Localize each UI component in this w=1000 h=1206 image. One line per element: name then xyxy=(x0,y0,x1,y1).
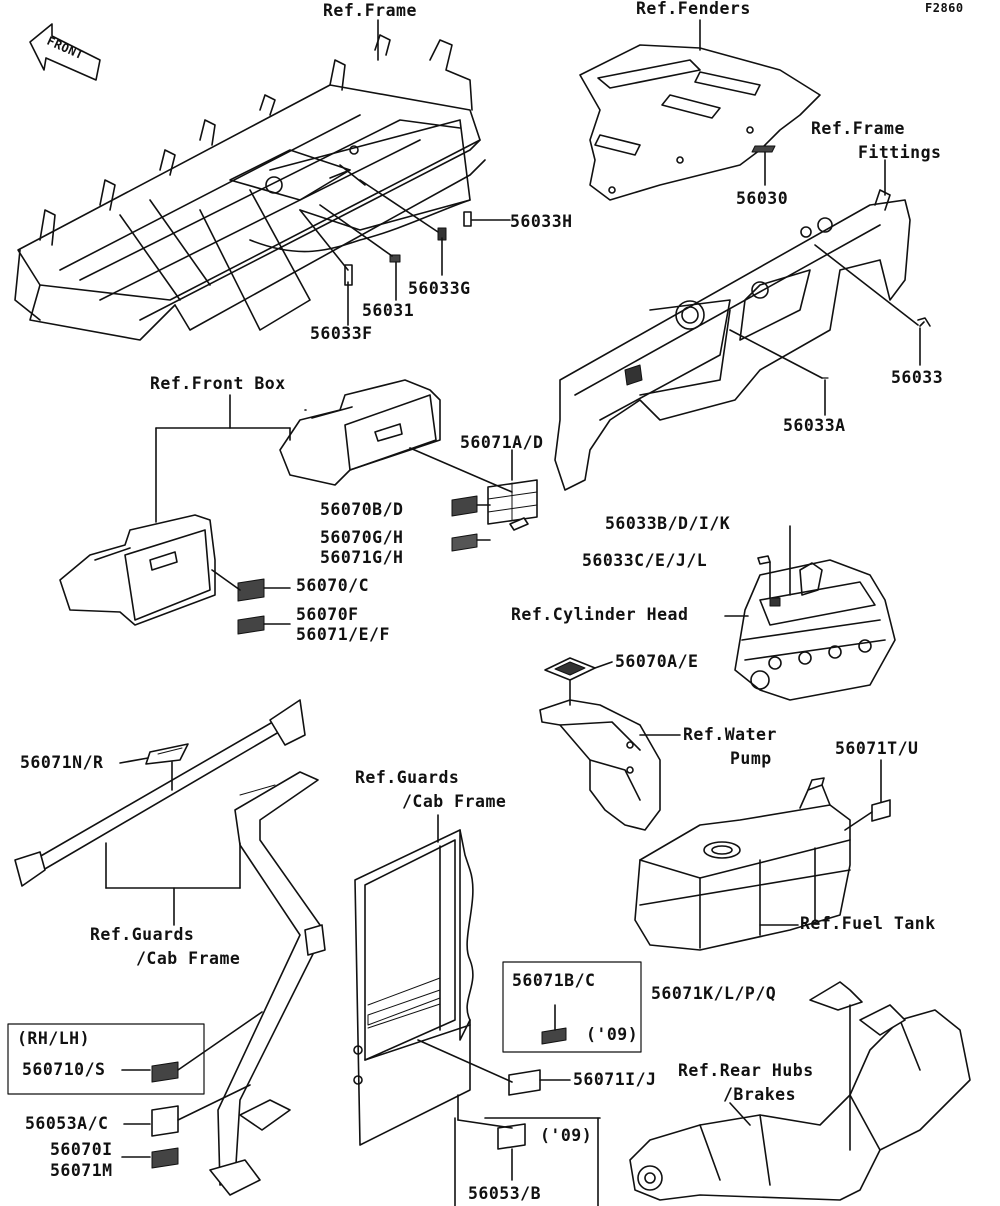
label-56071OS: 560710/S xyxy=(22,1060,106,1079)
label-56071GH: 56071G/H xyxy=(320,548,404,567)
cab-frame-tube-illustration xyxy=(7,771,326,1196)
label-56071KLPQ: 56071K/L/P/Q xyxy=(651,984,777,1003)
label-56033H: 56033H xyxy=(510,212,573,231)
label-56033G: 56033G xyxy=(408,279,471,298)
label-ref-front-box: Ref.Front Box xyxy=(150,374,286,393)
label-year-09-a: ('09) xyxy=(586,1025,639,1044)
frame-illustration xyxy=(14,19,511,341)
label-56033BDIK: 56033B/D/I/K xyxy=(605,514,731,533)
label-56053AC: 56053A/C xyxy=(25,1114,109,1133)
fender-illustration xyxy=(579,19,821,201)
label-ref-guards-cab-2: /Cab Frame xyxy=(402,792,507,811)
label-56071BC: 56071B/C xyxy=(512,971,596,990)
label-ref-cylinder-head: Ref.Cylinder Head xyxy=(511,605,689,624)
label-ref-frame: Ref.Frame xyxy=(323,1,417,20)
label-ref-frame-fittings-2: Fittings xyxy=(858,143,942,162)
label-ref-guards-cab-left-1: Ref.Guards xyxy=(90,925,195,944)
label-ref-rear-hubs-1: Ref.Rear Hubs xyxy=(678,1061,814,1080)
label-rh-lh: (RH/LH) xyxy=(17,1029,91,1048)
label-56030: 56030 xyxy=(736,189,789,208)
label-year-09-b: ('09) xyxy=(540,1126,593,1145)
guard-bar-illustration xyxy=(14,699,306,926)
frame-fittings-illustration xyxy=(554,159,931,491)
label-56071IJ: 56071I/J xyxy=(573,1070,657,1089)
label-ref-rear-hubs-2: /Brakes xyxy=(723,1085,797,1104)
fuel-tank-illustration xyxy=(634,759,891,951)
label-56070BD: 56070B/D xyxy=(320,500,404,519)
label-56033A: 56033A xyxy=(783,416,846,435)
label-56033CEJL: 56033C/E/J/L xyxy=(582,551,708,570)
label-56070GH: 56070G/H xyxy=(320,528,404,547)
label-ref-guards-cab-1: Ref.Guards xyxy=(355,768,460,787)
label-56053B: 56053/B xyxy=(468,1184,542,1203)
label-56071EF: 56071/E/F xyxy=(296,625,390,644)
label-56033F: 56033F xyxy=(310,324,373,343)
cylinder-head-illustration xyxy=(509,517,896,701)
label-56070AE: 56070A/E xyxy=(615,652,699,671)
label-56071TU: 56071T/U xyxy=(835,739,919,758)
label-56031: 56031 xyxy=(362,301,415,320)
label-ref-frame-fittings-1: Ref.Frame xyxy=(811,119,905,138)
label-56070F: 56070F xyxy=(296,605,359,624)
diagram-code: F2860 xyxy=(925,1,964,15)
front-arrow-icon xyxy=(29,23,101,81)
label-56033: 56033 xyxy=(891,368,944,387)
label-56071NR: 56071N/R xyxy=(20,753,104,772)
label-56071AD: 56071A/D xyxy=(460,433,544,452)
label-ref-fuel-tank: Ref.Fuel Tank xyxy=(800,914,936,933)
rear-hubs-illustration xyxy=(629,981,971,1201)
label-56071M: 56071M xyxy=(50,1161,113,1180)
label-ref-fenders: Ref.Fenders xyxy=(636,0,751,18)
label-ref-guards-cab-left-2: /Cab Frame xyxy=(136,949,241,968)
water-pump-illustration xyxy=(539,657,681,831)
label-ref-water-pump-2: Pump xyxy=(730,749,772,768)
cab-door-illustration xyxy=(353,814,642,1206)
label-56070C: 56070/C xyxy=(296,576,370,595)
label-56070I: 56070I xyxy=(50,1140,113,1159)
label-ref-water-pump-1: Ref.Water xyxy=(683,725,777,744)
front-box-illustration xyxy=(59,379,538,635)
